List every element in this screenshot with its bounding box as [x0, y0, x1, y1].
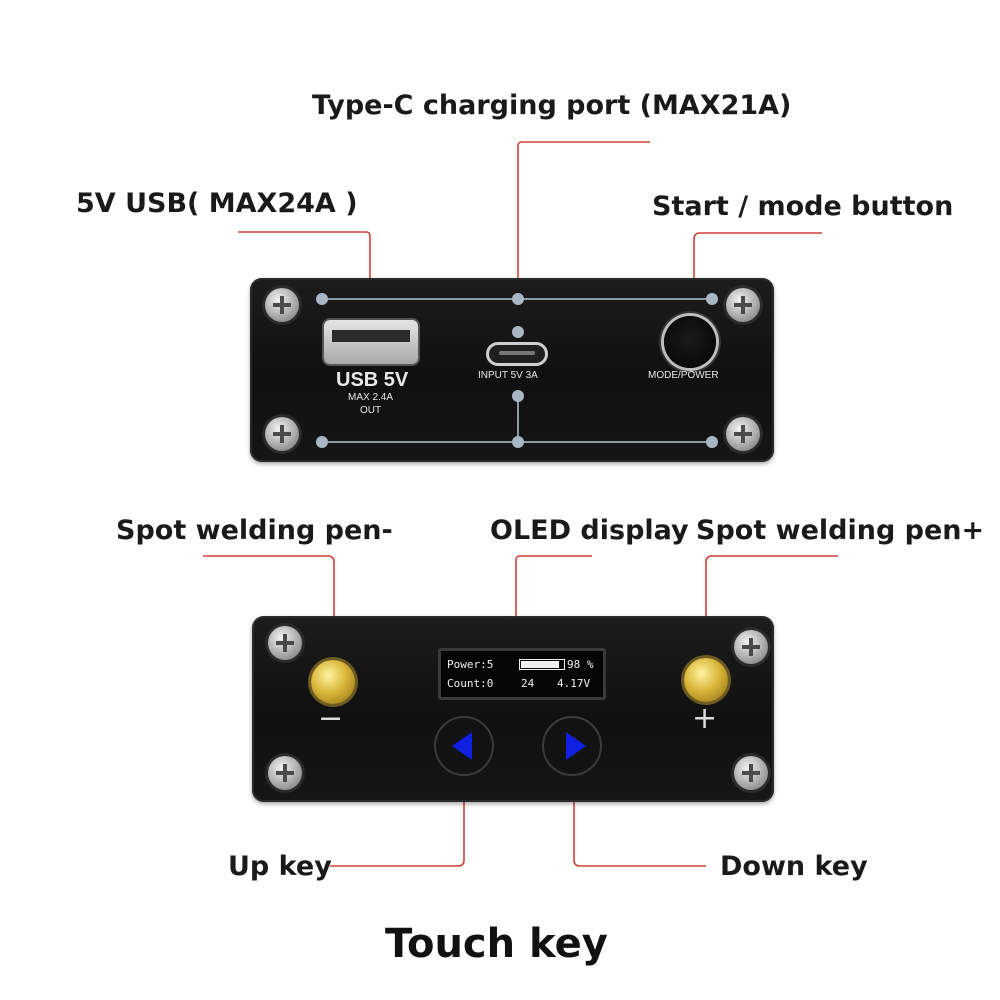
pen-plus-terminal[interactable] — [684, 658, 728, 702]
page-title: Touch key — [385, 921, 608, 967]
usb-port[interactable] — [324, 320, 418, 364]
pcb-dot — [316, 293, 328, 305]
minus-sign: − — [318, 701, 344, 736]
pcb-trace — [517, 396, 519, 442]
plus-sign: + — [692, 701, 718, 736]
bottom-panel: − + Power:5 98 % Count:0 24 4.17V — [252, 616, 774, 802]
pcb-dot — [706, 293, 718, 305]
screw-icon — [268, 626, 302, 660]
label-pen-minus: Spot welding pen- — [116, 515, 393, 546]
oled-battery-percent: 98 % — [567, 658, 594, 671]
pen-minus-terminal[interactable] — [311, 660, 355, 704]
oled-power: Power:5 — [447, 658, 494, 671]
pcb-dot — [316, 436, 328, 448]
usb-max-label: MAX 2.4A — [348, 392, 394, 403]
label-type-c: Type-C charging port (MAX21A) — [312, 90, 792, 121]
oled-battery-bar — [519, 659, 565, 670]
mode-power-label: MODE/POWER — [648, 370, 719, 381]
screw-icon — [726, 417, 760, 451]
usb-label: USB 5V — [336, 369, 409, 391]
label-usb-5v: 5V USB( MAX24A ) — [76, 188, 358, 219]
label-up-key: Up key — [228, 851, 332, 882]
triangle-left-icon — [452, 732, 472, 760]
usb-out-label: OUT — [360, 405, 382, 416]
screw-icon — [734, 756, 768, 790]
screw-icon — [268, 756, 302, 790]
screw-icon — [265, 417, 299, 451]
pcb-dot — [512, 390, 524, 402]
mode-power-button[interactable] — [664, 316, 716, 368]
label-start-mode: Start / mode button — [652, 191, 954, 222]
label-down-key: Down key — [720, 851, 868, 882]
input-label: INPUT 5V 3A — [478, 370, 538, 381]
top-panel: USB 5V MAX 2.4A OUT INPUT 5V 3A MODE/POW… — [250, 278, 774, 462]
oled-count: Count:0 — [447, 677, 494, 690]
down-touch-key[interactable] — [542, 716, 602, 776]
label-oled: OLED display — [490, 515, 689, 546]
pcb-dot — [706, 436, 718, 448]
oled-voltage: 4.17V — [557, 677, 591, 690]
pcb-dot — [512, 293, 524, 305]
oled-value: 24 — [521, 677, 535, 690]
screw-icon — [734, 630, 768, 664]
label-pen-plus: Spot welding pen+ — [696, 515, 985, 546]
oled-display: Power:5 98 % Count:0 24 4.17V — [438, 648, 606, 700]
screw-icon — [265, 288, 299, 322]
pcb-dot — [512, 326, 524, 338]
type-c-port[interactable] — [486, 342, 548, 366]
triangle-right-icon — [566, 732, 586, 760]
pcb-dot — [512, 436, 524, 448]
oled-battery-fill — [521, 661, 559, 668]
screw-icon — [726, 288, 760, 322]
up-touch-key[interactable] — [434, 716, 494, 776]
